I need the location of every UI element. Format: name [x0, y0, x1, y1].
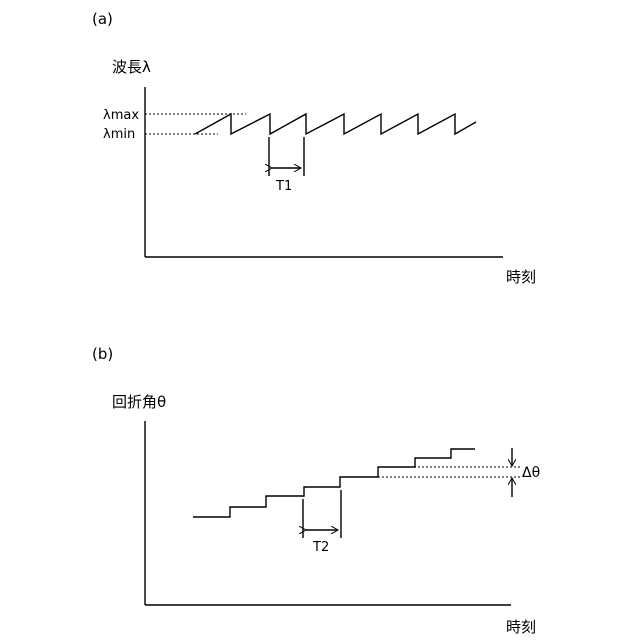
- panel-b-x-axis-label: 時刻: [506, 618, 536, 636]
- delta-theta-label: Δθ: [522, 465, 540, 481]
- t1-label: T1: [275, 179, 292, 194]
- panel-b-y-axis-label: 回折角θ: [112, 393, 166, 411]
- panel-a-label: (a): [92, 10, 113, 28]
- panel-a: (a) 波長λ 時刻 λmax λmin T1: [92, 10, 536, 286]
- diffraction-angle-staircase-waveform: [193, 449, 475, 517]
- lambda-max-label: λmax: [103, 108, 139, 123]
- panel-b: (b) 回折角θ 時刻 T2 Δθ: [92, 345, 540, 636]
- panel-a-x-axis-label: 時刻: [506, 268, 536, 286]
- panel-a-y-axis-label: 波長λ: [112, 58, 151, 76]
- t2-label: T2: [312, 540, 329, 555]
- wavelength-sawtooth-waveform: [195, 114, 476, 134]
- lambda-min-label: λmin: [103, 127, 135, 142]
- panel-b-label: (b): [92, 345, 113, 363]
